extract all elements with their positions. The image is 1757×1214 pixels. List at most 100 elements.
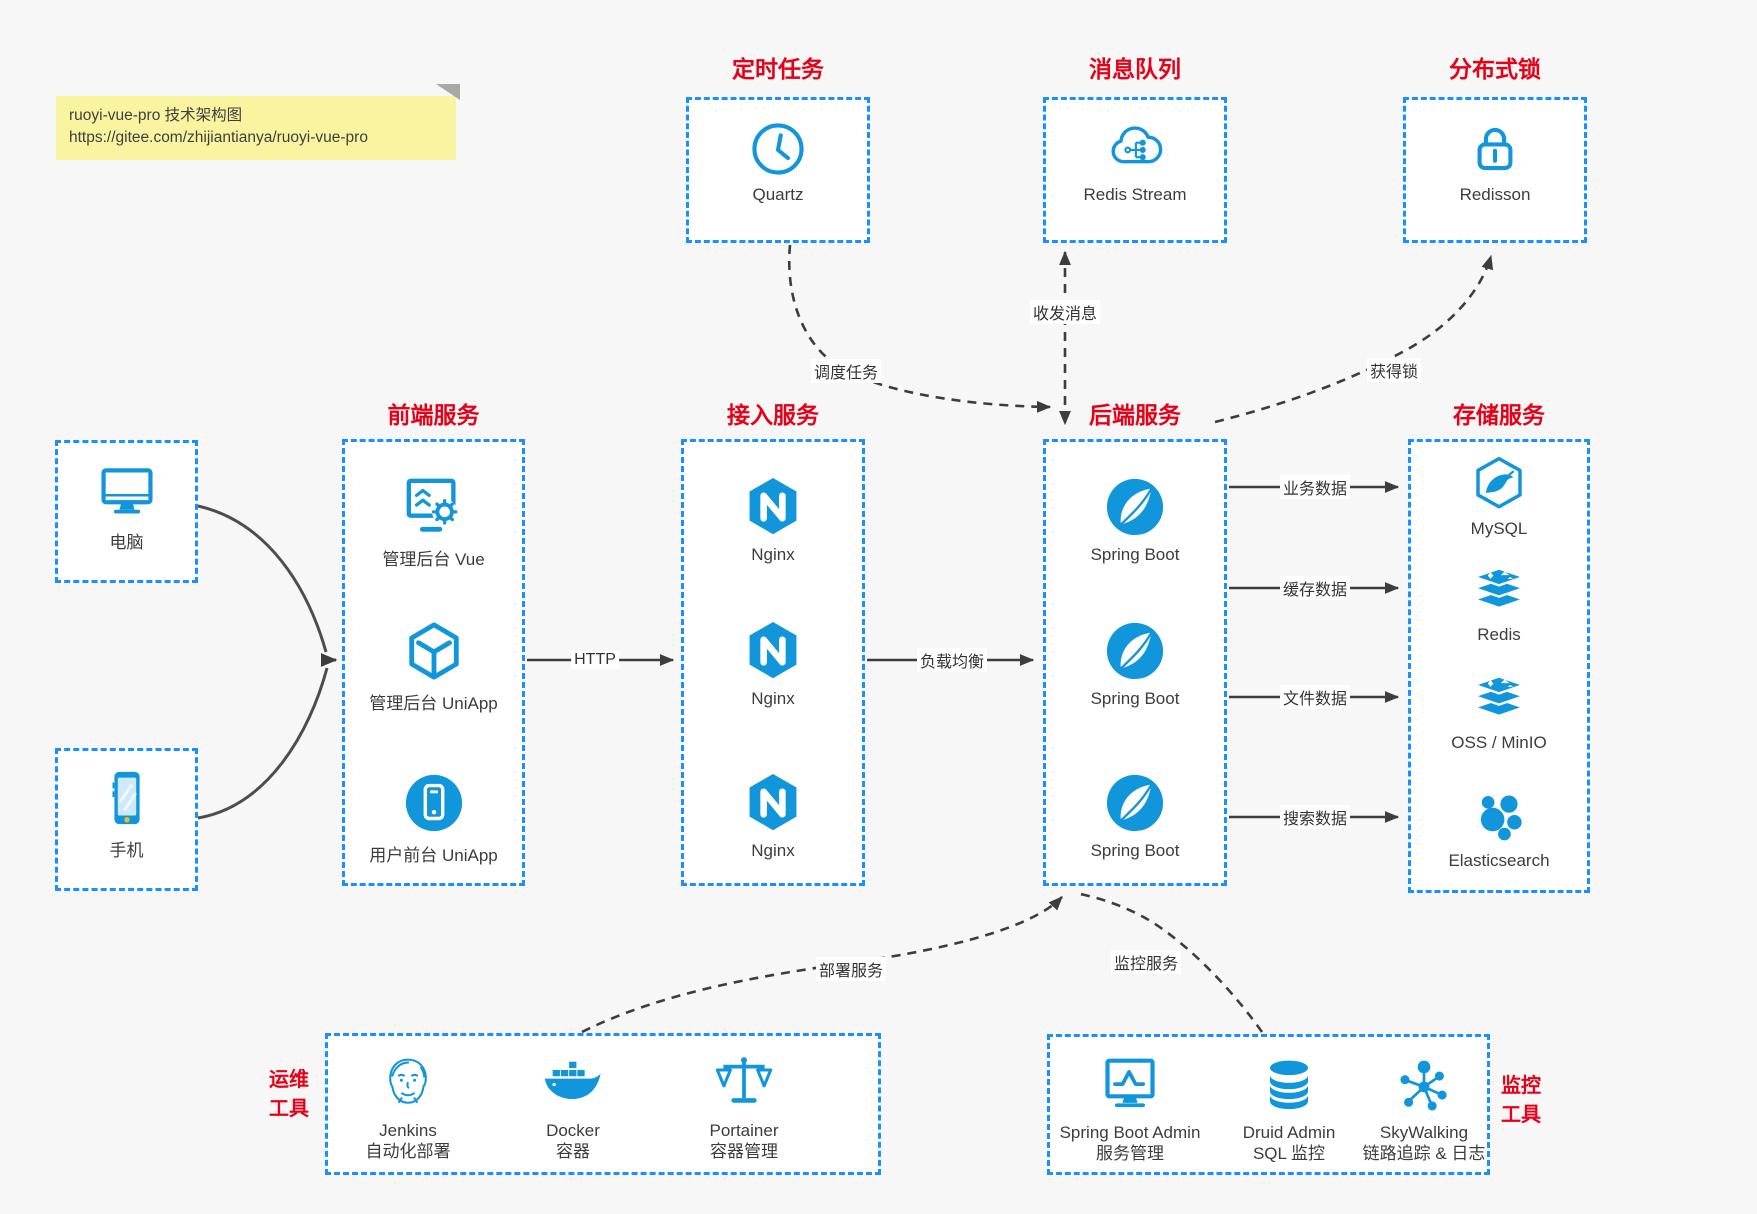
docker-desc: 容器 [556,1142,590,1161]
portainer-desc: 容器管理 [710,1142,778,1161]
sticky-note: ruoyi-vue-pro 技术架构图 https://gitee.com/zh… [56,84,460,160]
monitoring-tools-side-label: 监控 工具 [1485,1072,1557,1130]
group-title-mq: 消息队列 [1089,56,1181,82]
mysql-item: MySQL [1411,456,1587,539]
group-title-backend: 后端服务 [1089,402,1181,428]
sticky-note-title: ruoyi-vue-pro 技术架构图 [69,107,243,124]
edge-label-cache-data: 缓存数据 [1279,576,1351,600]
smartphone-icon [96,767,158,829]
jenkins-item: Jenkins 自动化部署 [318,1048,498,1162]
spring-boot-icon [1104,772,1166,834]
gateway-services-box: Nginx Nginx Nginx [681,439,865,886]
computer-label: 电脑 [109,533,144,552]
portainer-name: Portainer [709,1121,779,1140]
elasticsearch-item: Elasticsearch [1411,786,1587,871]
edge-computer-to-frontend [197,504,328,653]
quartz-label: Quartz [752,185,804,204]
redisson-label: Redisson [1459,185,1531,204]
sticky-note-fold [436,84,460,100]
quartz-item: Quartz [689,120,867,205]
message-queue-box: Redis Stream [1043,97,1227,243]
jenkins-name: Jenkins [379,1121,437,1140]
clock-icon [749,120,807,178]
nginx-icon [743,476,803,538]
spring-boot-icon [1104,620,1166,682]
phone-label: 手机 [109,841,144,860]
redis-item: Redis [1411,564,1587,645]
docker-item: Docker 容器 [483,1048,663,1162]
nginx-label: Nginx [751,545,795,564]
edge-label-http: HTTP [571,651,619,669]
oss-stack-icon [1469,672,1529,726]
group-title-lock: 分布式锁 [1449,56,1541,82]
skywalking-name: SkyWalking [1379,1123,1469,1142]
edge-label-load-balance: 负载均衡 [916,648,988,672]
admin-vue-icon [403,476,465,538]
edge-label-message: 收发消息 [1029,300,1101,324]
nginx-icon [743,620,803,682]
oss-minio-label: OSS / MinIO [1451,733,1547,752]
portainer-item: Portainer 容器管理 [654,1048,834,1162]
redis-stack-icon [1469,564,1529,618]
nginx-item: Nginx [684,772,862,861]
group-title-scheduled: 定时任务 [732,56,824,82]
spring-boot-label: Spring Boot [1090,689,1180,708]
group-title-frontend: 前端服务 [387,402,480,428]
spring-boot-item: Spring Boot [1046,476,1224,565]
edge-label-business-data: 业务数据 [1279,475,1351,499]
nginx-item: Nginx [684,620,862,709]
skywalking-item: SkyWalking 链路追踪 & 日志 [1326,1050,1522,1164]
admin-uniapp-item: 管理后台 UniApp [345,620,522,714]
edge-label-schedule: 调度任务 [810,359,882,383]
edge-label-search-data: 搜索数据 [1279,805,1351,829]
frontend-services-box: 管理后台 Vue 管理后台 UniApp 用户前台 UniApp [342,439,525,886]
spring-boot-admin-desc: 服务管理 [1096,1144,1164,1163]
portainer-icon [714,1048,774,1120]
admin-uniapp-label: 管理后台 UniApp [369,694,498,713]
phone-box: 手机 [55,748,198,891]
computer-box: 电脑 [55,440,198,583]
group-title-gateway: 接入服务 [727,402,819,428]
spring-boot-admin-item: Spring Boot Admin 服务管理 [1035,1050,1225,1164]
jenkins-desc: 自动化部署 [365,1142,451,1161]
sticky-note-url: https://gitee.com/zhijiantianya/ruoyi-vu… [69,129,368,146]
admin-vue-label: 管理后台 Vue [382,550,485,569]
user-uniapp-item: 用户前台 UniApp [345,772,522,866]
user-uniapp-icon [403,772,465,834]
redisson-item: Redisson [1406,120,1584,205]
skywalking-icon [1395,1050,1453,1122]
ops-tools-side-label-line2: 工具 [269,1098,309,1120]
nginx-label: Nginx [751,841,795,860]
elasticsearch-label: Elasticsearch [1448,851,1550,870]
nginx-label: Nginx [751,689,795,708]
edge-label-acquire-lock: 获得锁 [1366,358,1422,382]
elasticsearch-icon [1470,786,1528,844]
spring-boot-label: Spring Boot [1090,841,1180,860]
admin-vue-item: 管理后台 Vue [345,476,522,570]
ops-tools-side-label-line1: 运维 [269,1069,309,1091]
skywalking-desc: 链路追踪 & 日志 [1362,1144,1486,1163]
computer-item: 电脑 [58,461,195,553]
edge-label-monitor: 监控服务 [1110,950,1182,974]
oss-minio-item: OSS / MinIO [1411,672,1587,753]
edge-phone-to-frontend [197,667,329,820]
distributed-lock-box: Redisson [1403,97,1587,243]
ops-tools-box: Jenkins 自动化部署 Docker 容器 [325,1033,881,1175]
docker-name: Docker [546,1121,600,1140]
redis-label: Redis [1477,625,1521,644]
docker-icon [542,1048,604,1120]
cloud-stream-icon [1105,120,1165,178]
group-title-storage: 存储服务 [1453,402,1545,428]
redis-stream-label: Redis Stream [1083,185,1187,204]
druid-database-icon [1260,1050,1318,1122]
backend-services-box: Spring Boot Spring Boot Spring Boot [1043,439,1227,886]
phone-item: 手机 [58,767,195,861]
spring-boot-label: Spring Boot [1090,545,1180,564]
monitoring-tools-box: Spring Boot Admin 服务管理 Druid Admin SQL 监… [1047,1034,1490,1175]
druid-admin-name: Druid Admin [1242,1123,1336,1142]
jenkins-icon [378,1048,438,1120]
druid-admin-desc: SQL 监控 [1252,1144,1326,1163]
mysql-label: MySQL [1470,519,1528,538]
monitoring-tools-side-label-line1: 监控 [1501,1075,1541,1097]
